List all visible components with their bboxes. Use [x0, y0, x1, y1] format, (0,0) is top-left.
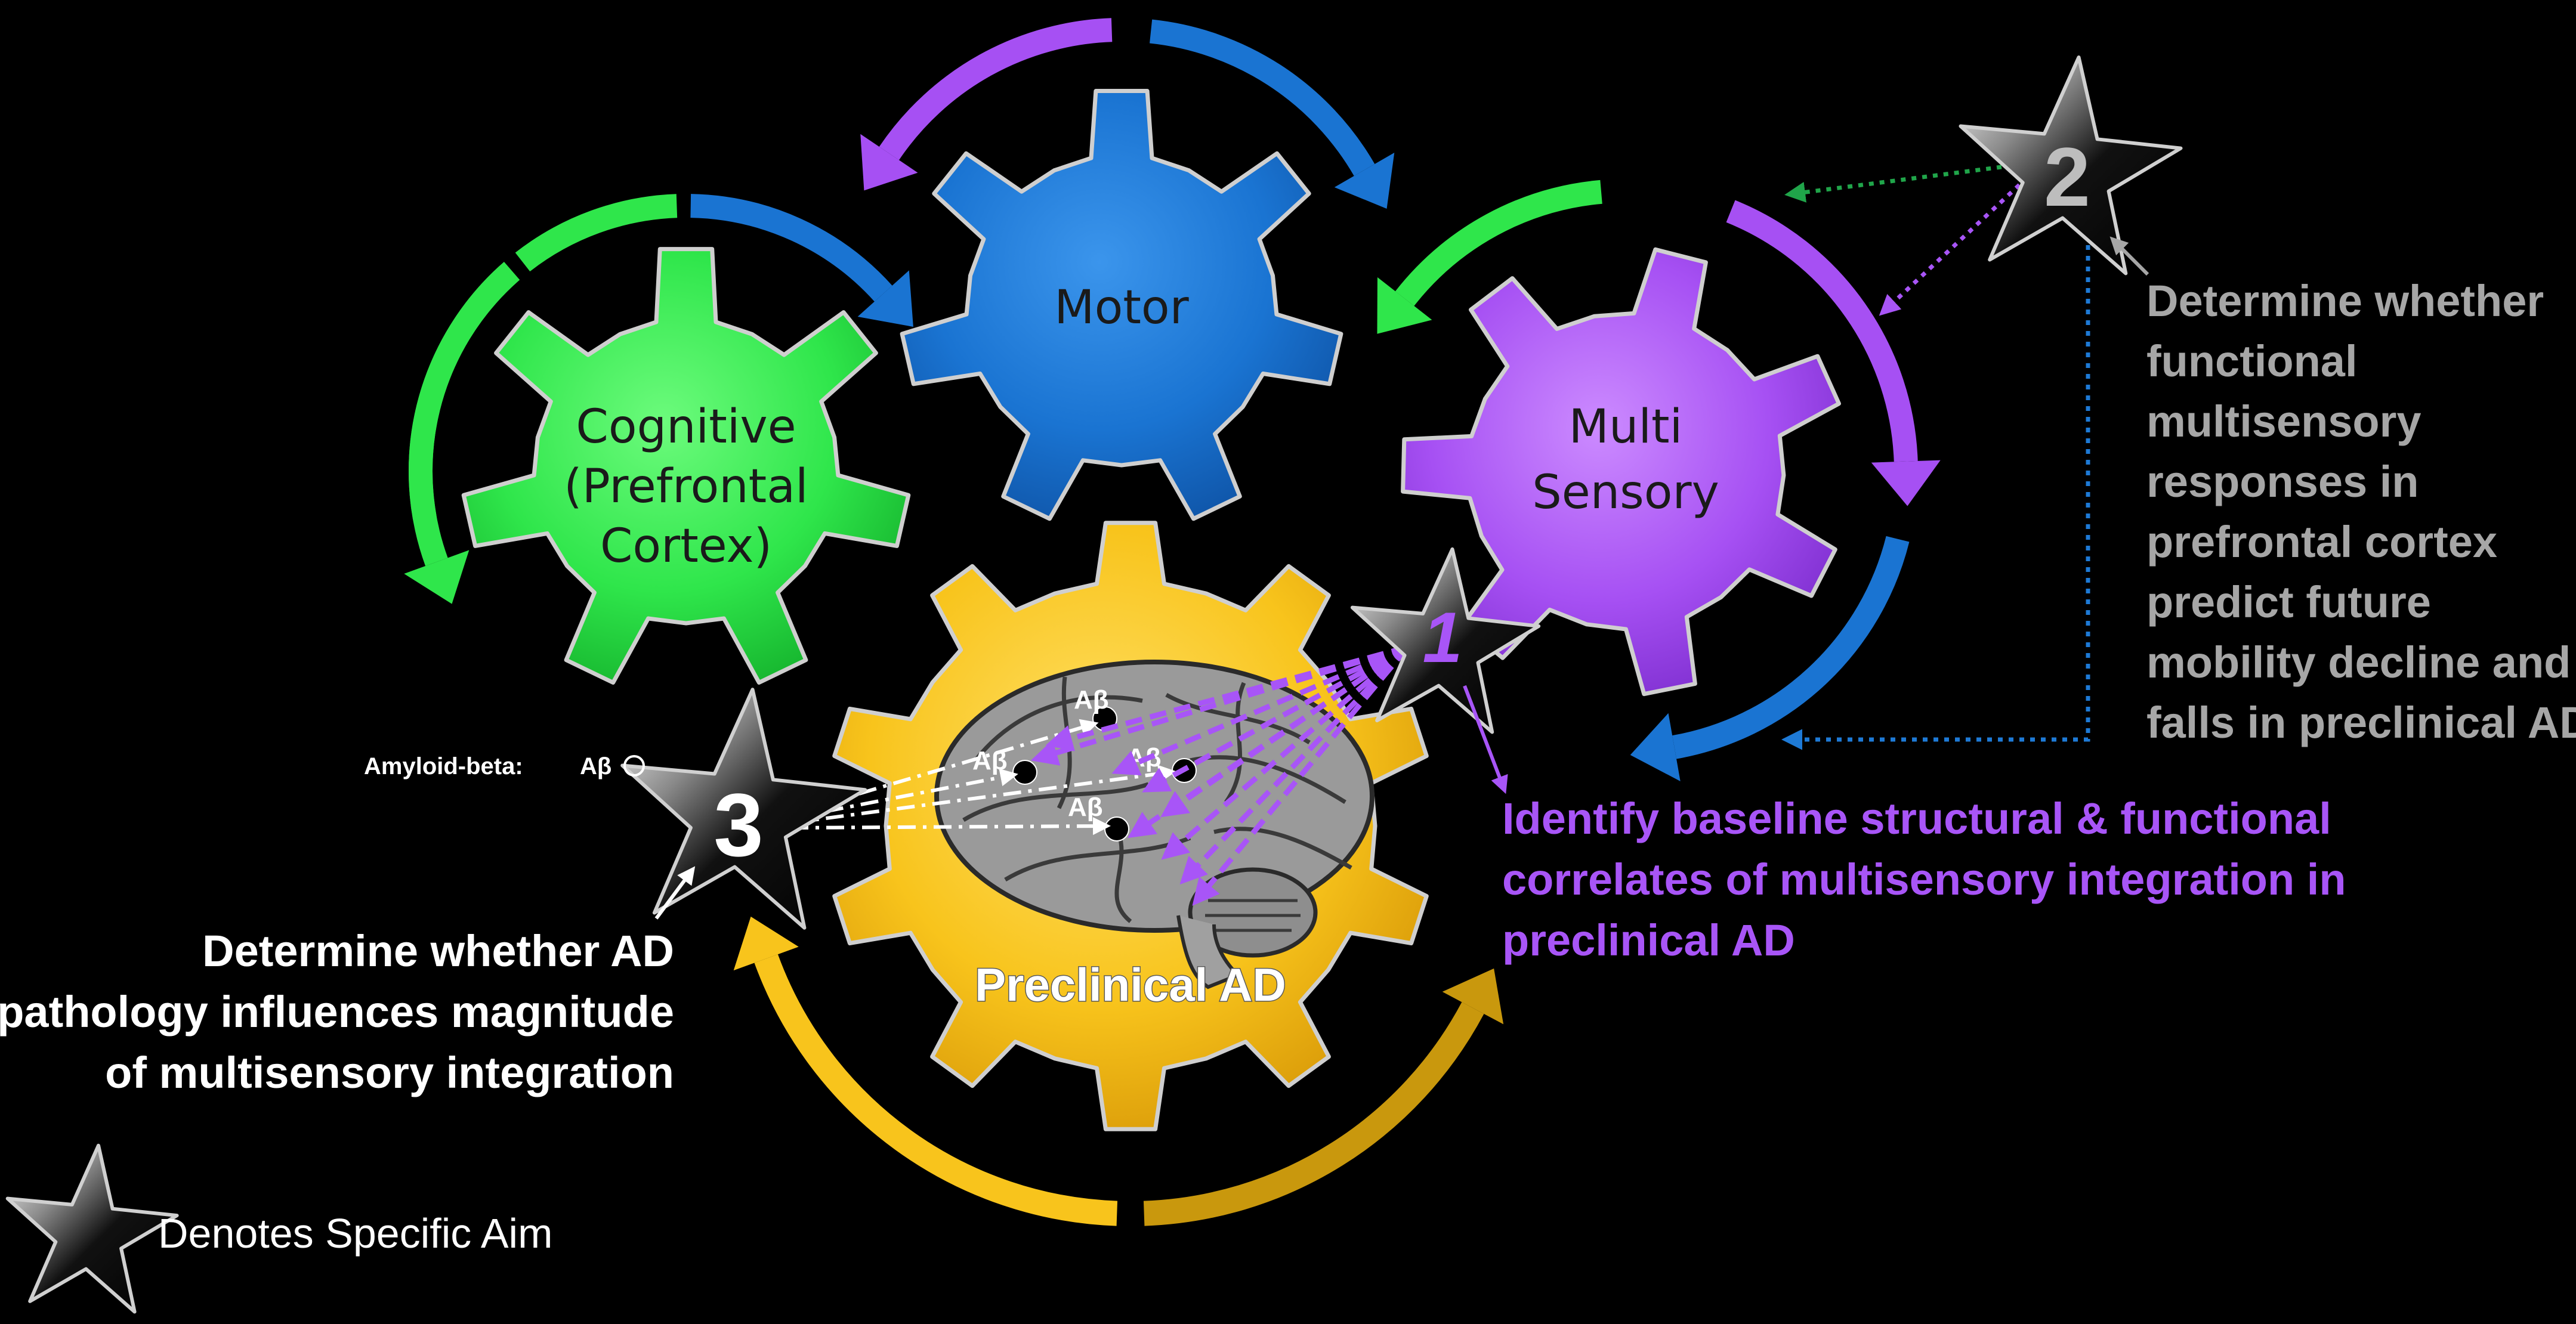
aim1-description: Identify baseline structural & functiona…: [1502, 794, 2346, 965]
aim1-connector: [1111, 644, 1409, 776]
aim3-description-line: pathology influences magnitude: [0, 987, 674, 1037]
cycle-arc-preclinical-right-head: [1442, 968, 1504, 1025]
gear-cognitive: [461, 247, 911, 685]
cycle-arc-cognitive-blue: [690, 194, 892, 302]
cycle-arc-motor-blue-head: [1334, 153, 1395, 209]
aim1-connector: [1192, 645, 1410, 906]
aim1-description-line: correlates of multisensory integration i…: [1502, 855, 2346, 904]
amyloid-legend-symbol: Aβ: [580, 753, 611, 779]
cycle-arc-multisensory-purple: [1726, 200, 1918, 462]
aim2-description-line: predict future: [2146, 577, 2431, 627]
gear-label-multisensory-2: Sensory: [1532, 466, 1719, 519]
gear-label-preclinical: Preclinical AD: [975, 958, 1286, 1011]
aim1-description-line: preclinical AD: [1502, 915, 1795, 965]
amyloid-dot: [1104, 816, 1129, 842]
cycle-arc-motor-purple: [879, 18, 1113, 160]
amyloid-legend-label: Amyloid-beta:: [364, 753, 523, 779]
aim2-description-line: multisensory: [2146, 397, 2421, 446]
aim2-description-line: Determine whether: [2146, 276, 2544, 326]
amyloid-legend-circle: [623, 755, 645, 777]
aim1-connector: [1161, 645, 1410, 860]
cycle-arc-motor-purple-head: [860, 134, 918, 191]
aim1-connectors: [1030, 644, 1410, 906]
aim2-star: [1959, 55, 2183, 276]
gear-label-cognitive-1: Cognitive: [576, 400, 796, 454]
aim1-connector: [1030, 644, 1409, 766]
aim1-number: 1: [1423, 598, 1463, 678]
aim1-connector: [1128, 645, 1410, 839]
aim2-description-line: falls in preclinical AD: [2146, 698, 2576, 747]
cycle-arc-multisensory-green-head: [1377, 277, 1432, 334]
cycle-arc-multisensory-blue-head: [1630, 713, 1681, 781]
cycle-arc-motor-blue: [1150, 19, 1375, 177]
aim2-number: 2: [2044, 130, 2090, 224]
amyloid-dot: [1012, 760, 1037, 785]
cycle-arc-preclinical-right: [1143, 1002, 1484, 1226]
aim2-description-line: prefrontal cortex: [2146, 517, 2497, 567]
gear-motor: [900, 89, 1343, 521]
aim2-description-line: responses in: [2146, 457, 2419, 506]
gear-labels: Motor Cognitive (Prefrontal Cortex) Mult…: [564, 281, 1719, 573]
aim2-description-line: functional: [2146, 336, 2358, 386]
gear-multisensory: [1401, 247, 1841, 697]
cycle-arrows: [404, 18, 1941, 1226]
cycle-arc-cognitive-return-head: [404, 550, 470, 604]
cycle-arc-multisensory-purple-head: [1871, 460, 1941, 506]
aim3-description-line: Determine whether AD: [202, 926, 674, 976]
gear-label-motor: Motor: [1054, 281, 1189, 335]
cycle-arc-cognitive-return: [409, 265, 517, 567]
legend-label: Denotes Specific Aim: [158, 1210, 552, 1257]
gears: [461, 89, 1841, 1131]
amyloid-marker-label: Aβ: [1074, 685, 1109, 714]
gear-label-cognitive-2: (Prefrontal: [564, 460, 808, 513]
cycle-arc-cognitive-green-2: [515, 194, 678, 272]
aim1-description-line: Identify baseline structural & functiona…: [1502, 794, 2331, 843]
aim1-star: [1350, 547, 1541, 734]
cycle-arc-multisensory-blue: [1672, 536, 1910, 759]
cycle-arc-cognitive-blue-head: [857, 270, 913, 327]
aim1-connector: [1179, 645, 1410, 884]
aim-pointers: [654, 236, 2149, 920]
aim3-description: Determine whether AD pathology influences…: [0, 926, 674, 1097]
gear-label-multisensory-1: Multi: [1569, 400, 1683, 454]
aim2-description: Determine whether functional multisensory r…: [2146, 276, 2576, 747]
aim2-connectors: [1781, 165, 2090, 750]
aim3-description-line: of multisensory integration: [105, 1048, 674, 1097]
cycle-arc-multisensory-green: [1395, 180, 1602, 306]
legend-star: [5, 1143, 179, 1314]
cycle-arc-preclinical-left-head: [733, 916, 799, 971]
aim2-description-line: mobility decline and: [2146, 638, 2571, 687]
amyloid-marker-label: Aβ: [1068, 793, 1103, 822]
amyloid-legend: Amyloid-beta: Aβ: [364, 753, 645, 779]
gear-label-cognitive-3: Cortex): [600, 519, 772, 573]
aim3-number: 3: [714, 775, 763, 875]
cycle-arc-preclinical-left: [754, 954, 1118, 1226]
